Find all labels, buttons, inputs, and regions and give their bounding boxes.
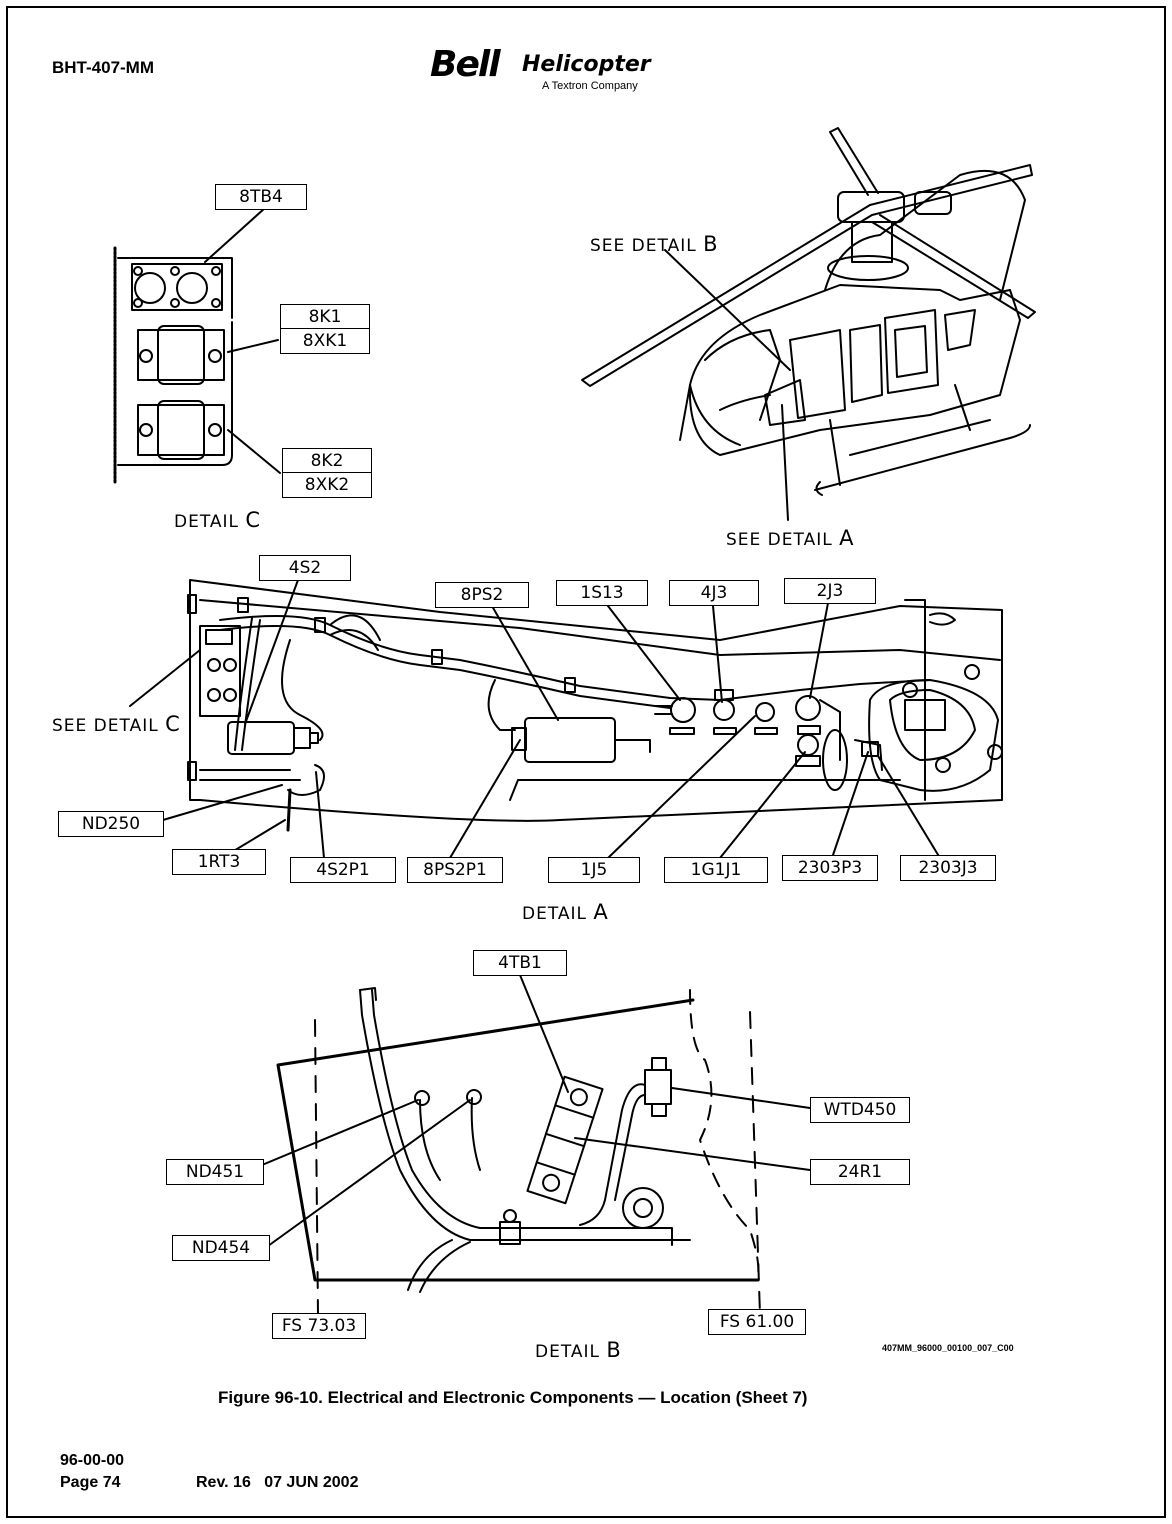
page-frame	[6, 6, 1166, 1518]
logo-word: Helicopter	[522, 52, 651, 77]
detail-a-title: DETAIL A	[522, 900, 609, 924]
logo-subtitle: A Textron Company	[542, 80, 638, 92]
see-detail-b-label: SEE DETAIL B	[590, 232, 719, 256]
footer-revision: Rev. 16 07 JUN 2002	[196, 1474, 359, 1491]
callout-4tb1: 4TB1	[473, 950, 567, 976]
callout-nd250: ND250	[58, 811, 164, 837]
detail-b-drawing	[261, 974, 811, 1316]
art-identifier: 407MM_96000_00100_007_C00	[882, 1343, 1014, 1353]
callout-2303j3: 2303J3	[900, 855, 996, 881]
detail-c-title: DETAIL C	[174, 508, 262, 532]
callout-8tb4: 8TB4	[215, 184, 307, 210]
detail-a-drawing	[129, 579, 1003, 859]
callout-8ps2: 8PS2	[435, 582, 529, 608]
callout-2303p3: 2303P3	[782, 855, 878, 881]
logo-mark: Bell	[430, 44, 501, 85]
callout-1g1j1: 1G1J1	[664, 857, 768, 883]
bell-helicopter-logo: Bell Helicopter A Textron Company	[430, 44, 670, 96]
callout-fs-61-00: FS 61.00	[708, 1309, 806, 1335]
callout-24r1: 24R1	[810, 1159, 910, 1185]
callout-1s13: 1S13	[556, 580, 648, 606]
footer-section: 96-00-00	[60, 1452, 125, 1469]
callout-1j5: 1J5	[548, 857, 640, 883]
callout-8ps2p1: 8PS2P1	[407, 857, 503, 883]
callout-2j3: 2J3	[784, 578, 876, 604]
detail-b-title: DETAIL B	[535, 1338, 622, 1362]
callout-8xk1: 8XK1	[280, 328, 370, 354]
callout-nd454: ND454	[172, 1235, 270, 1261]
callout-1rt3: 1RT3	[172, 849, 266, 875]
callout-wtd450: WTD450	[810, 1097, 910, 1123]
detail-c-drawing	[113, 207, 281, 486]
see-detail-a-label: SEE DETAIL A	[726, 526, 855, 550]
callout-8k1: 8K1	[280, 304, 370, 330]
figure-caption: Figure 96-10. Electrical and Electronic …	[218, 1388, 808, 1407]
callout-fs-73-03: FS 73.03	[272, 1313, 366, 1339]
callout-8xk2: 8XK2	[282, 472, 372, 498]
callout-8k2: 8K2	[282, 448, 372, 474]
see-detail-c-label: SEE DETAIL C	[52, 712, 181, 736]
footer-page: Page 74	[60, 1474, 121, 1491]
helicopter-overview-drawing	[581, 127, 1036, 521]
callout-4j3: 4J3	[669, 580, 759, 606]
document-id: BHT-407-MM	[52, 58, 155, 77]
callout-4s2: 4S2	[259, 555, 351, 581]
callout-nd451: ND451	[166, 1159, 264, 1185]
callout-4s2p1: 4S2P1	[290, 857, 396, 883]
